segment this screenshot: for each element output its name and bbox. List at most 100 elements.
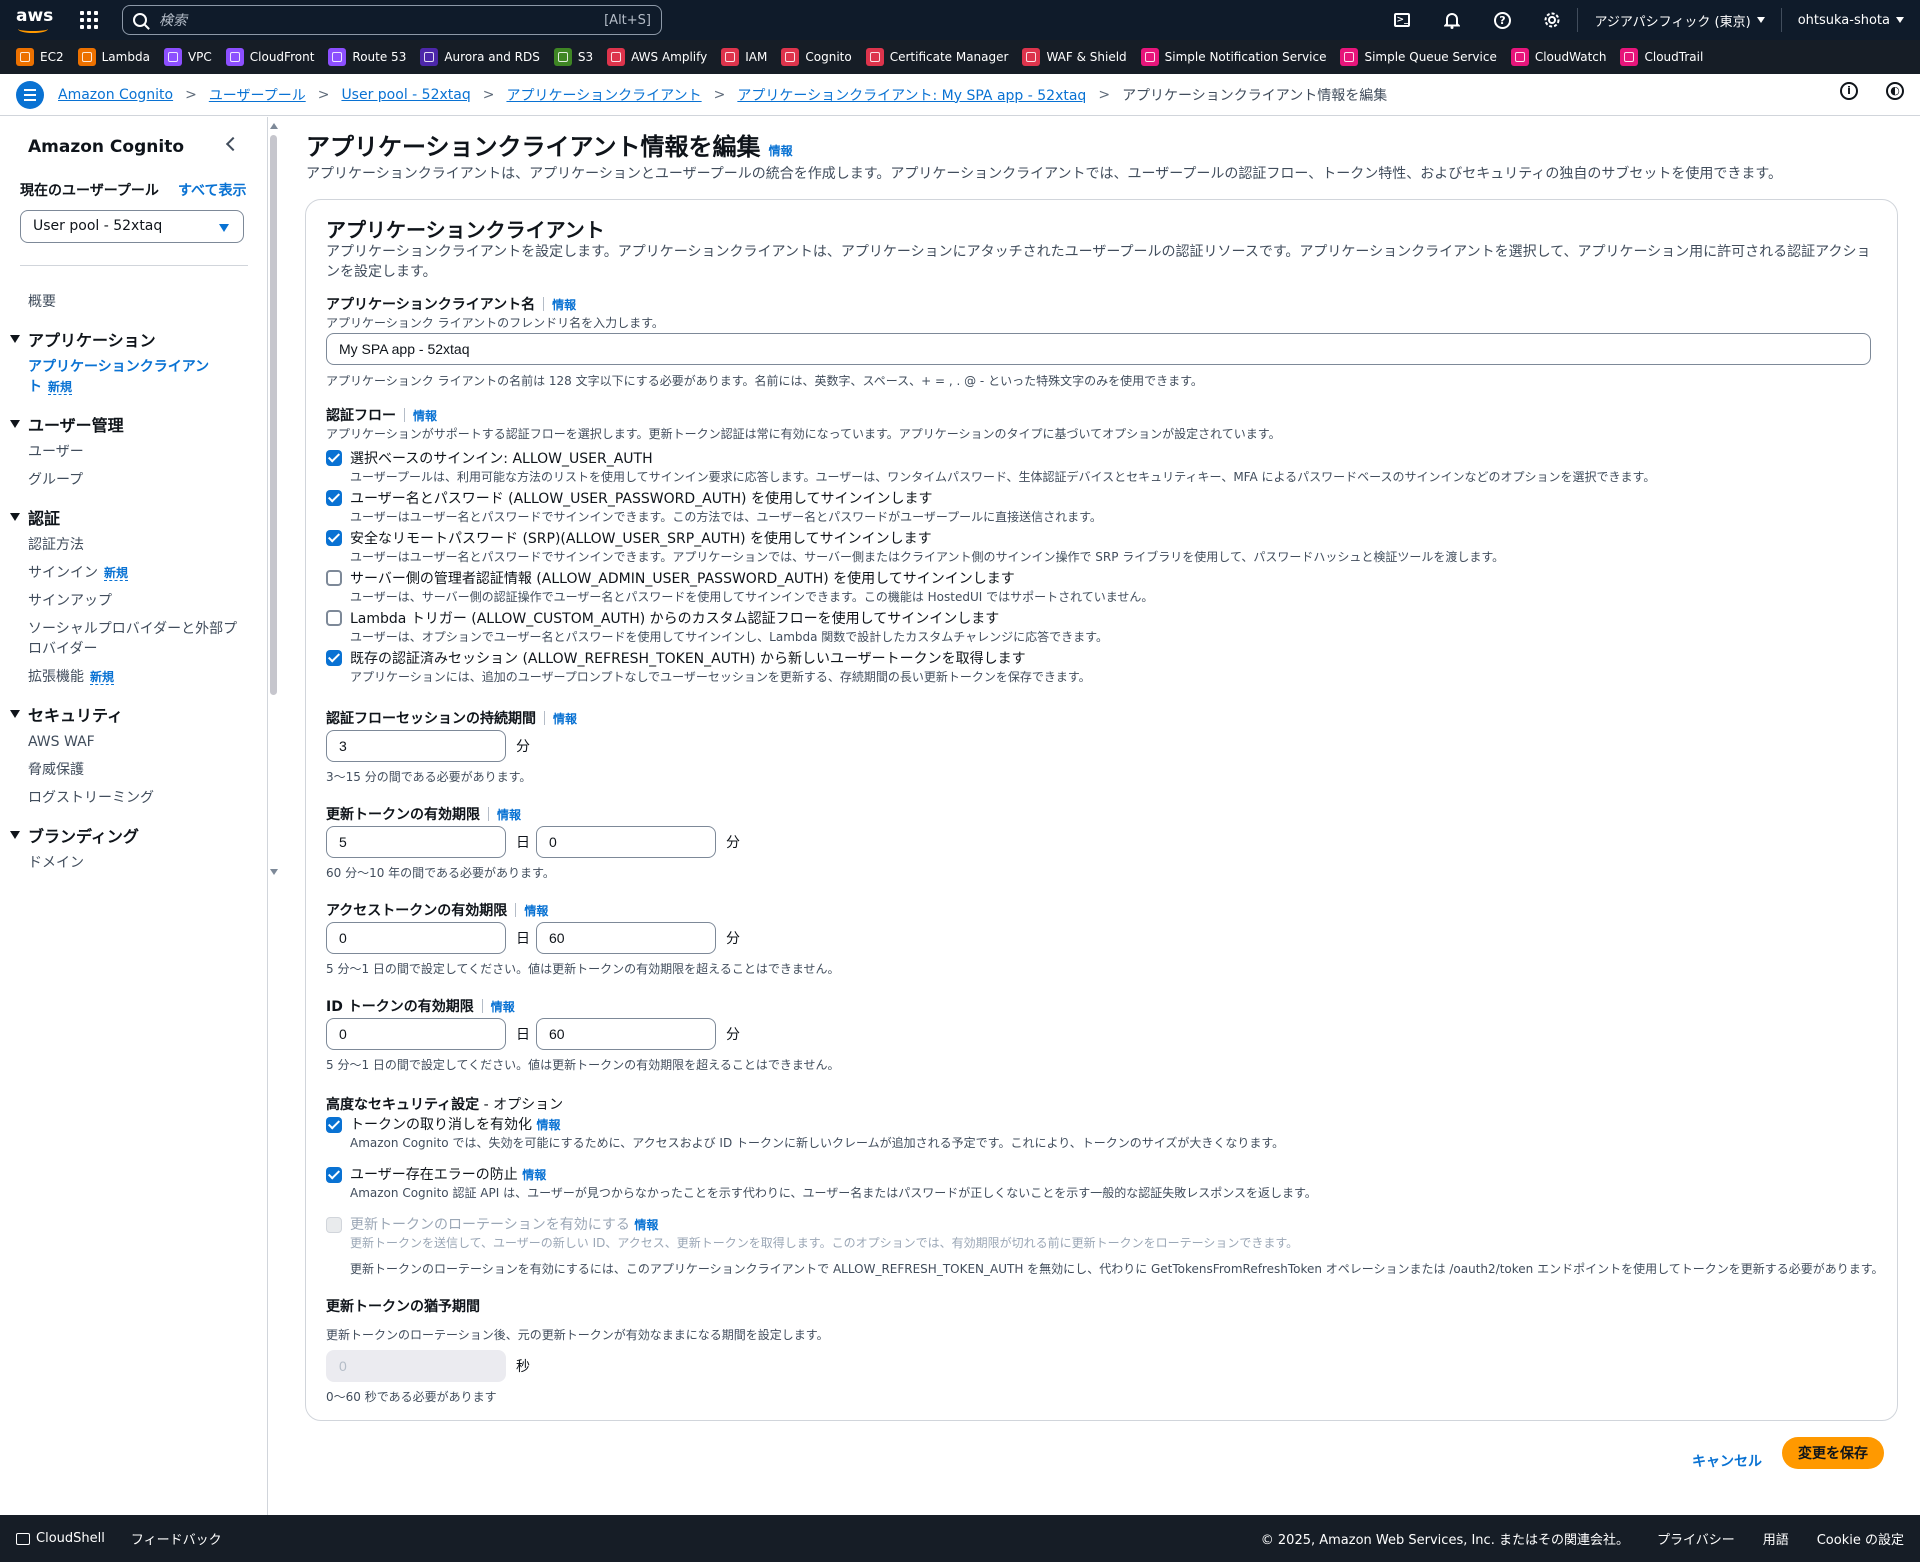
sidebar-section-security[interactable]: セキュリティ <box>10 702 123 726</box>
favorite-iam[interactable]: IAM <box>721 48 767 66</box>
help-icon[interactable]: ? <box>1477 0 1527 40</box>
help-panel-icon[interactable]: ◐ <box>1886 82 1904 100</box>
cloudshell-icon[interactable]: >_ <box>1394 13 1411 27</box>
favorite-vpc[interactable]: VPC <box>163 48 212 66</box>
sidebar-item-overview[interactable]: 概要 <box>28 294 56 310</box>
favorite-label: Simple Notification Service <box>1164 50 1327 64</box>
favorite-cloudfront[interactable]: CloudFront <box>225 48 314 66</box>
sidebar-item-social-providers[interactable]: ソーシャルプロバイダーと外部プロバイダー <box>28 621 238 657</box>
info-link[interactable]: 情報 <box>552 297 577 312</box>
show-all-link[interactable]: すべて表示 <box>178 183 247 199</box>
sidebar-item-sign-in[interactable]: サインイン新規 <box>28 563 129 583</box>
account-menu[interactable]: ohtsuka-shota <box>1780 8 1920 32</box>
breadcrumb-user-pool[interactable]: User pool - 52xtaq <box>341 86 471 103</box>
sidebar-item-groups[interactable]: グループ <box>28 472 84 488</box>
breadcrumb-user-pools[interactable]: ユーザープール <box>208 87 306 104</box>
auth-flow-checkbox[interactable] <box>326 570 342 586</box>
auth-flow-checkbox[interactable] <box>326 530 342 546</box>
info-panel-icon[interactable]: i <box>1840 82 1858 100</box>
favorite-aws-amplify[interactable]: AWS Amplify <box>607 48 707 66</box>
sidebar-item-sign-up[interactable]: サインアップ <box>28 593 112 609</box>
new-badge: 新規 <box>104 566 129 581</box>
field-label: アクセストークンの有効期限 <box>326 903 508 919</box>
notifications-bell-icon[interactable] <box>1427 0 1477 40</box>
favorite-simple-queue-service[interactable]: Simple Queue Service <box>1340 48 1497 66</box>
favorite-lambda[interactable]: Lambda <box>77 48 150 66</box>
collapse-sidebar-icon[interactable] <box>225 136 241 152</box>
info-link[interactable]: 情報 <box>522 1168 547 1182</box>
favorite-simple-notification-service[interactable]: Simple Notification Service <box>1140 48 1327 66</box>
search-input[interactable]: 検索 [Alt+S] <box>122 5 662 35</box>
sidebar-section-branding[interactable]: ブランディング <box>10 823 139 847</box>
sidebar-item-domain[interactable]: ドメイン <box>28 855 84 871</box>
id-token-days-input[interactable] <box>326 1018 506 1050</box>
grace-period-input[interactable] <box>326 1350 506 1382</box>
info-link[interactable]: 情報 <box>524 903 549 918</box>
breadcrumb-app-clients[interactable]: アプリケーションクライアント <box>506 87 702 104</box>
info-link[interactable]: 情報 <box>553 711 578 726</box>
refresh-token-minutes-input[interactable] <box>536 826 716 858</box>
favorite-cloudtrail[interactable]: CloudTrail <box>1620 48 1703 66</box>
save-changes-button[interactable]: 変更を保存 <box>1782 1437 1884 1469</box>
feedback-link[interactable]: フィードバック <box>130 1533 222 1548</box>
breadcrumb-app-client[interactable]: アプリケーションクライアント: My SPA app - 52xtaq <box>737 87 1087 104</box>
access-token-days-input[interactable] <box>326 922 506 954</box>
favorite-waf-shield[interactable]: WAF & Shield <box>1022 48 1127 66</box>
session-duration-input[interactable] <box>326 730 506 762</box>
cookie-preferences-link[interactable]: Cookie の設定 <box>1816 1533 1904 1548</box>
checkbox-label: ユーザー存在エラーの防止 <box>350 1167 518 1183</box>
refresh-token-rotation-checkbox[interactable] <box>326 1217 342 1233</box>
sidebar-item-aws-waf[interactable]: AWS WAF <box>28 734 95 750</box>
scrollbar-thumb[interactable] <box>270 135 277 695</box>
favorite-ec2[interactable]: EC2 <box>16 48 64 66</box>
sidebar-item-log-streaming[interactable]: ログストリーミング <box>28 790 154 806</box>
favorite-cloudwatch[interactable]: CloudWatch <box>1510 48 1606 66</box>
sidebar-item-threat-protection[interactable]: 脅威保護 <box>28 762 84 778</box>
auth-flow-checkbox[interactable] <box>326 650 342 666</box>
sidebar-scrollbar[interactable] <box>268 117 280 1515</box>
caret-down-icon <box>10 335 20 343</box>
favorite-label: Lambda <box>101 50 150 64</box>
info-link[interactable]: 情報 <box>413 408 438 423</box>
auth-flow-checkbox[interactable] <box>326 610 342 626</box>
sidebar-item-app-clients[interactable]: アプリケーションクライアント新規 <box>28 357 218 397</box>
client-name-input[interactable] <box>326 333 1871 365</box>
info-link[interactable]: 情報 <box>490 999 515 1014</box>
id-token-minutes-input[interactable] <box>536 1018 716 1050</box>
favorite-certificate-manager[interactable]: Certificate Manager <box>865 48 1008 66</box>
info-link[interactable]: 情報 <box>536 1118 561 1132</box>
sidebar-section-application[interactable]: アプリケーション <box>10 327 156 351</box>
info-link[interactable]: 情報 <box>634 1218 659 1232</box>
favorite-s3[interactable]: S3 <box>553 48 593 66</box>
terms-link[interactable]: 用語 <box>1762 1533 1789 1548</box>
favorite-aurora-and-rds[interactable]: Aurora and RDS <box>420 48 540 66</box>
sidebar-section-authentication[interactable]: 認証 <box>10 505 60 529</box>
auth-flow-checkbox[interactable] <box>326 490 342 506</box>
access-token-minutes-input[interactable] <box>536 922 716 954</box>
aws-logo[interactable]: aws <box>16 6 62 34</box>
user-pool-select[interactable]: User pool - 52xtaq <box>20 210 244 243</box>
privacy-link[interactable]: プライバシー <box>1656 1533 1735 1548</box>
sidebar-item-extensions[interactable]: 拡張機能新規 <box>28 667 115 687</box>
favorite-route-53[interactable]: Route 53 <box>328 48 406 66</box>
sidebar-item-users[interactable]: ユーザー <box>28 444 84 460</box>
search-placeholder: 検索 <box>159 13 187 29</box>
sidebar-section-user-management[interactable]: ユーザー管理 <box>10 412 124 436</box>
region-selector[interactable]: アジアパシフィック (東京) <box>1577 8 1780 32</box>
breadcrumb-cognito[interactable]: Amazon Cognito <box>58 86 174 103</box>
side-nav-toggle-button[interactable] <box>16 80 44 109</box>
token-revocation-checkbox[interactable] <box>326 1117 342 1133</box>
services-menu-icon[interactable] <box>80 11 98 29</box>
sidebar-item-auth-methods[interactable]: 認証方法 <box>28 537 84 553</box>
cloudshell-button[interactable]: CloudShell <box>16 1531 105 1546</box>
field-label: 認証フロー <box>326 408 396 424</box>
cancel-button[interactable]: キャンセル <box>1692 1454 1762 1470</box>
service-icon <box>553 48 572 66</box>
refresh-token-days-input[interactable] <box>326 826 506 858</box>
settings-gear-icon[interactable] <box>1527 0 1577 40</box>
auth-flow-checkbox[interactable] <box>326 450 342 466</box>
favorite-cognito[interactable]: Cognito <box>781 48 852 66</box>
prevent-user-existence-errors-checkbox[interactable] <box>326 1167 342 1183</box>
info-link[interactable]: 情報 <box>497 807 522 822</box>
info-link[interactable]: 情報 <box>768 144 793 158</box>
